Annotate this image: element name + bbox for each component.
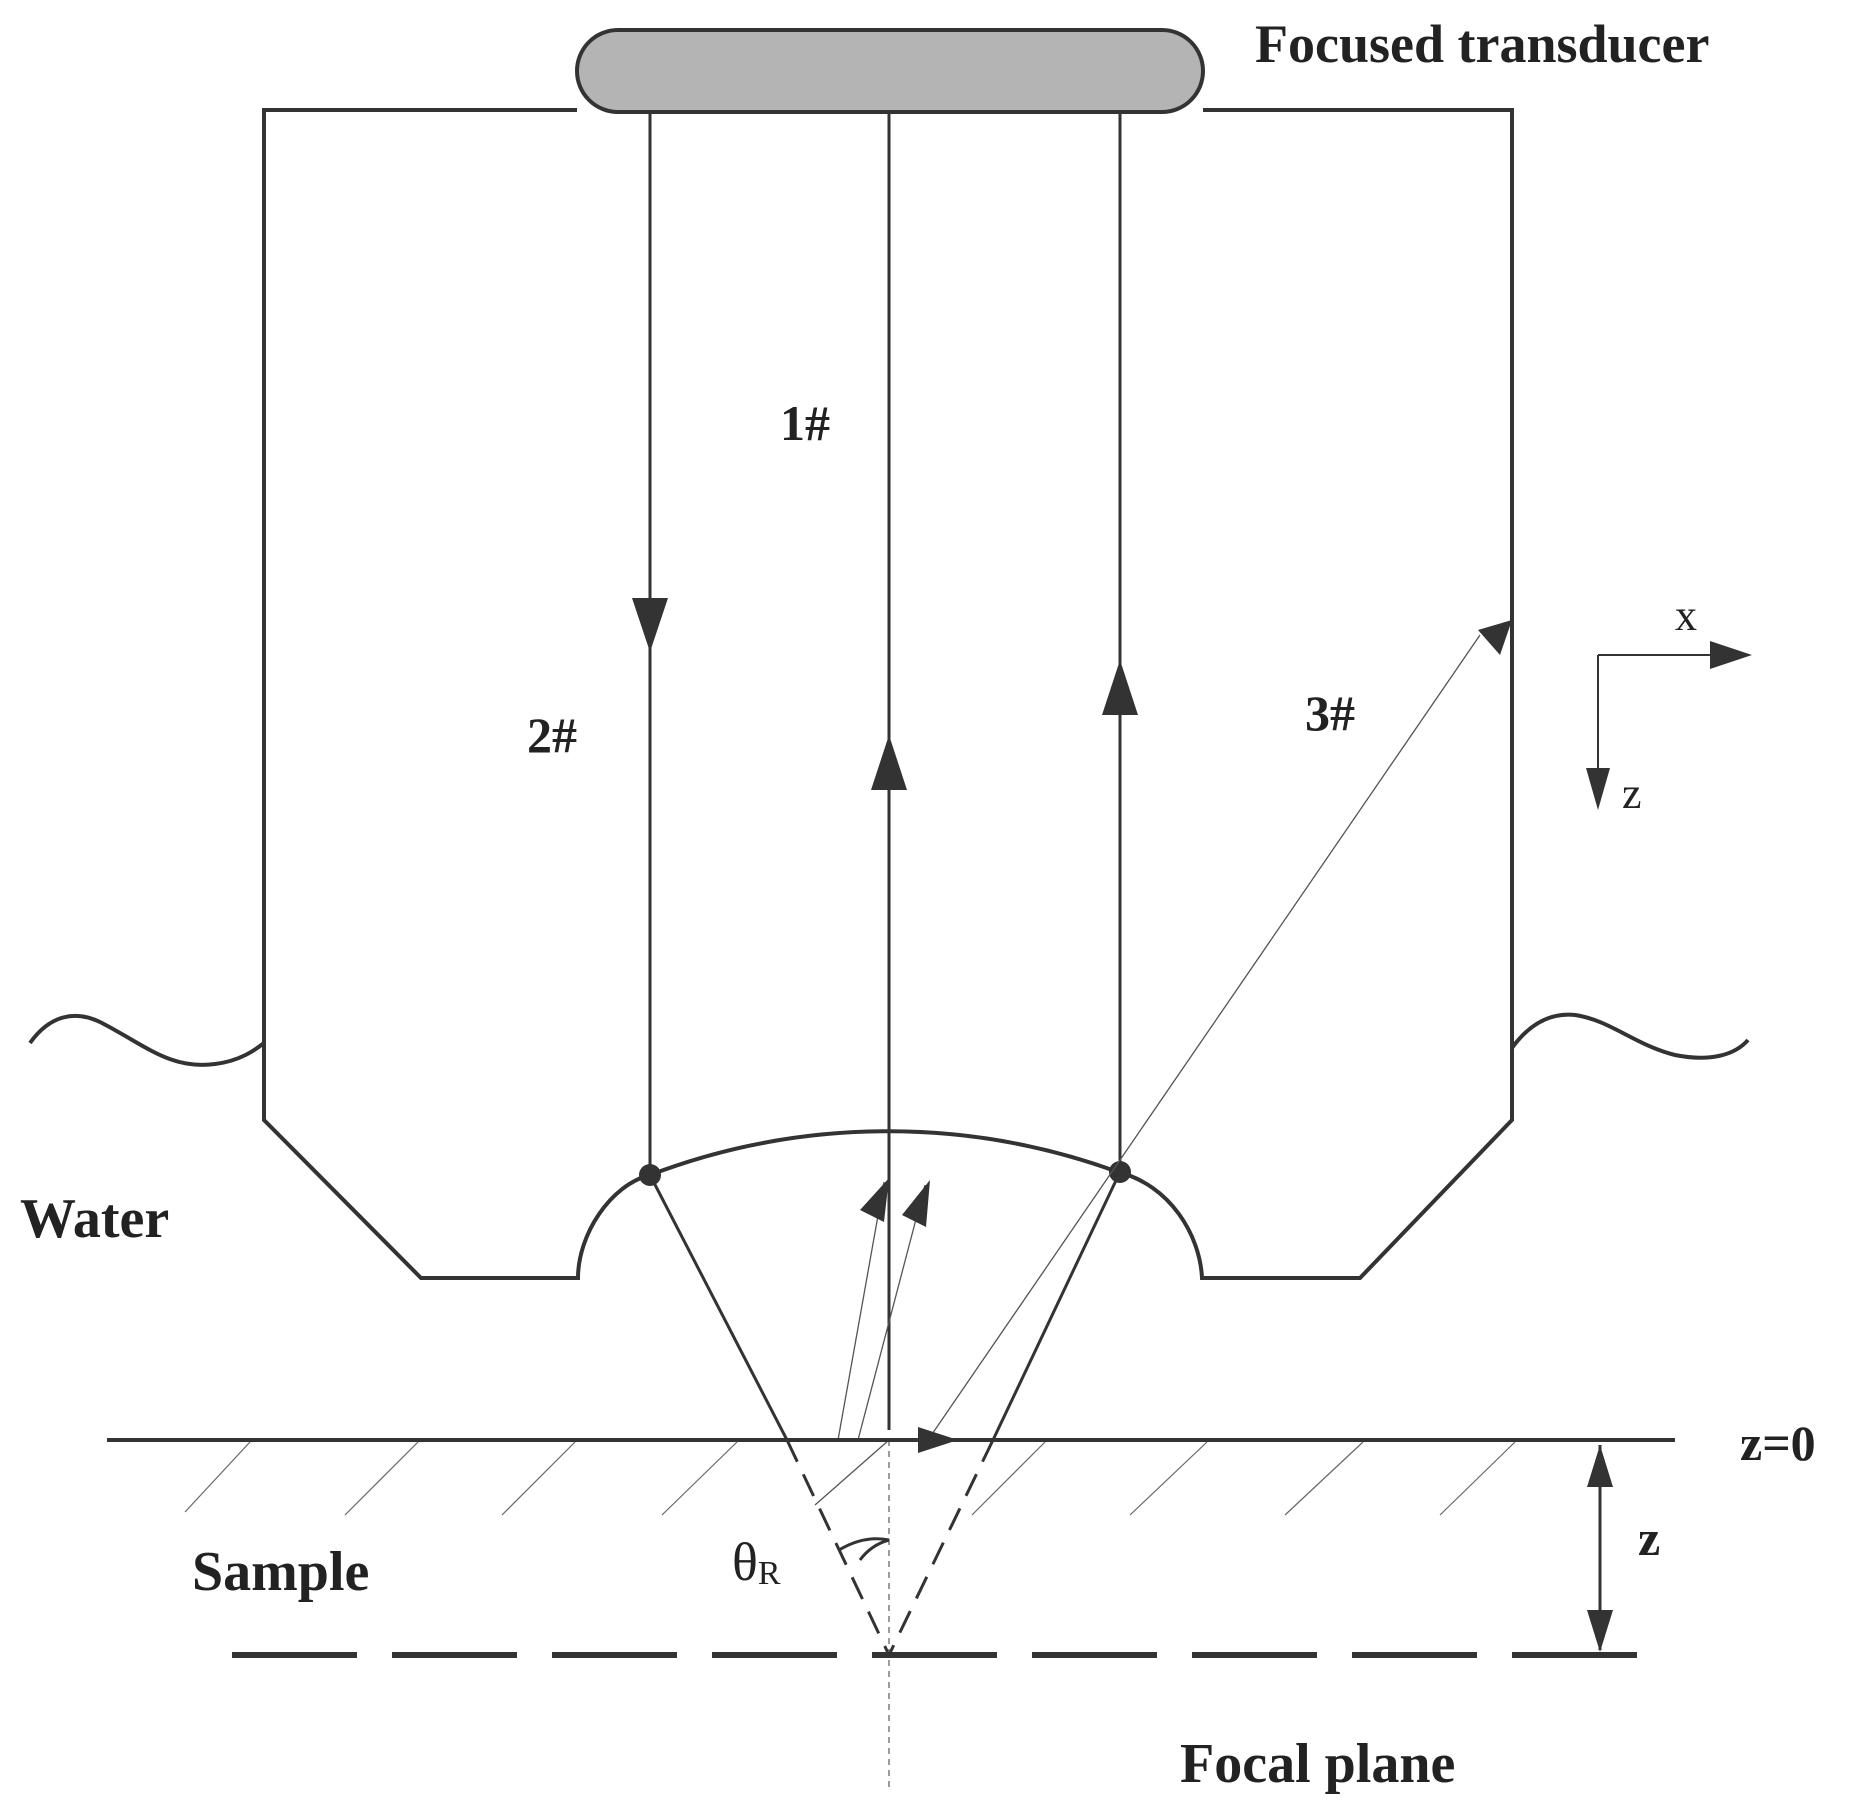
theta-angle-arc	[838, 1537, 890, 1552]
label-theta-subscript: R	[758, 1555, 781, 1592]
leaky-ray-a-arrowhead	[860, 1178, 889, 1222]
depth-arrow-top	[1587, 1445, 1613, 1487]
coord-x-arrowhead	[1710, 641, 1752, 669]
leaky-ray-a	[837, 1181, 885, 1441]
water-surface-left	[28, 1013, 266, 1067]
leaky-ray-b	[857, 1184, 926, 1441]
ray-3-converging-solid	[991, 1171, 1122, 1441]
ray-2-converging-solid	[648, 1174, 789, 1441]
label-ray-3: 3#	[1305, 685, 1355, 741]
theta-angle-arc-right	[858, 1538, 890, 1561]
ray-1-arrowhead	[871, 735, 907, 790]
leaky-ray-d	[814, 1439, 890, 1506]
label-ray-1: 1#	[780, 395, 830, 451]
label-focal-plane: Focal plane	[1180, 1733, 1455, 1795]
label-theta-symbol: θ	[732, 1532, 758, 1592]
label-axis-z: z	[1622, 769, 1642, 818]
label-focused-transducer: Focused transducer	[1255, 14, 1709, 74]
leaky-ray-c	[927, 634, 1481, 1441]
label-sample: Sample	[192, 1541, 369, 1603]
depth-arrow-bottom	[1587, 1610, 1613, 1652]
sample-hatching	[184, 1441, 1516, 1516]
ray-2-converging-dashed	[785, 1439, 891, 1656]
lens-body-outline	[262, 108, 1514, 1280]
coord-z-arrowhead	[1586, 768, 1610, 810]
label-ray-2: 2#	[527, 707, 577, 763]
label-z0: z=0	[1740, 1415, 1816, 1471]
ray-2-arrowhead	[632, 598, 668, 652]
label-axis-x: x	[1675, 591, 1697, 640]
ray-3-arrowhead	[1102, 660, 1138, 715]
leaky-ray-b-arrowhead	[902, 1180, 930, 1227]
water-surface-right	[1510, 1012, 1750, 1060]
focused-transducer	[575, 28, 1205, 114]
ray-3-converging-dashed	[887, 1439, 995, 1656]
label-depth-z: z	[1638, 1510, 1660, 1566]
label-theta-r: θR	[732, 1532, 781, 1592]
label-water: Water	[20, 1188, 169, 1250]
leaky-ray-c-arrowhead	[1478, 620, 1512, 655]
